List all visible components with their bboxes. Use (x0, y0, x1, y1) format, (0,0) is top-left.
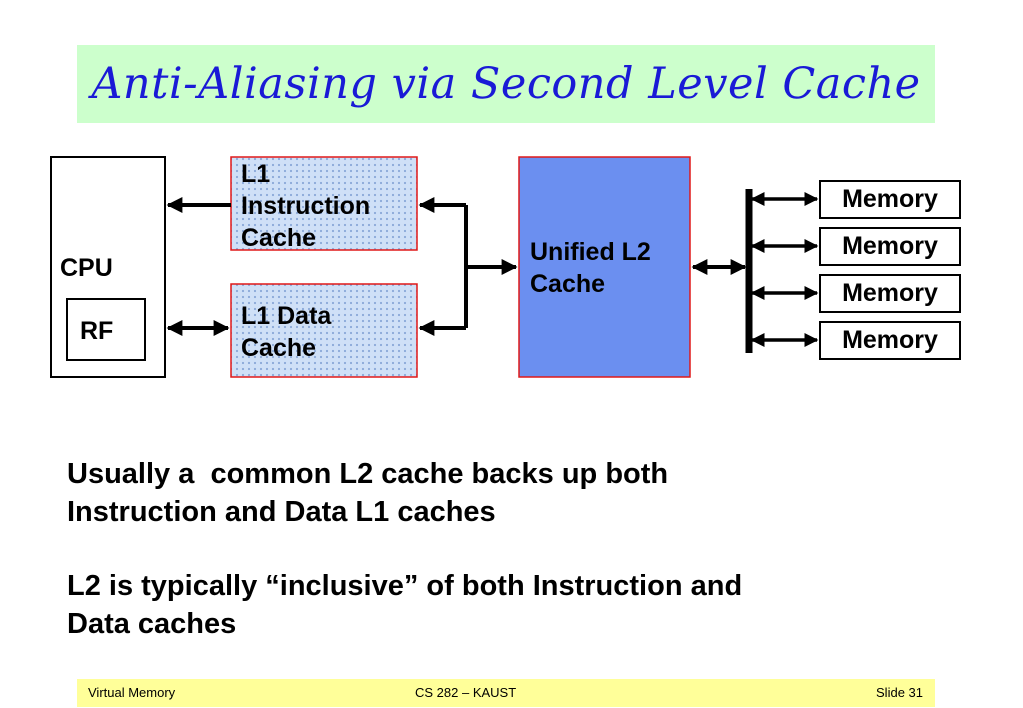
memory-label-1: Memory (842, 185, 938, 213)
footer-left: Virtual Memory (88, 685, 176, 700)
rf-box (66, 298, 146, 361)
footer-center: CS 282 – KAUST (415, 685, 517, 700)
memory-label-2: Memory (842, 232, 938, 260)
l1-instruction-label: L1 Instruction Cache (241, 158, 370, 254)
l1-instruction-cache-box (230, 156, 418, 251)
footer-right: Slide 31 (876, 685, 923, 700)
l1-instruction-line-2: Instruction (241, 192, 371, 220)
paragraph-2-line-2: Data caches (67, 608, 237, 640)
footer-bar: Virtual Memory CS 282 – KAUST Slide 31 (77, 679, 935, 707)
memory-box-1 (819, 180, 961, 219)
paragraph-2-line-1: L2 is typically “inclusive” of both Inst… (67, 570, 743, 602)
l1-instruction-line-3: Cache (241, 224, 317, 252)
cpu-label: CPU (60, 254, 113, 282)
slide-title: Anti-Aliasing via Second Level Cache (91, 59, 921, 109)
memory-box-4 (819, 321, 961, 360)
paragraph-1-line-1: Usually a common L2 cache backs up both (67, 458, 669, 490)
memory-label-3: Memory (842, 279, 938, 307)
cache-diagram (50, 156, 961, 378)
l2-line-2: Cache (530, 270, 606, 298)
l1-instruction-line-1: L1 (241, 160, 271, 188)
paragraph-1: Usually a common L2 cache backs up both … (67, 455, 967, 531)
l2-line-1: Unified L2 (530, 238, 651, 266)
paragraph-1-line-2: Instruction and Data L1 caches (67, 496, 496, 528)
l1-data-cache-box (230, 283, 418, 378)
l2-label: Unified L2 Cache (530, 236, 651, 300)
memory-box-3 (819, 274, 961, 313)
l1-data-line-1: L1 Data (241, 302, 332, 330)
l2-cache-box (518, 156, 691, 378)
l1-data-label: L1 Data Cache (241, 300, 331, 364)
title-banner: Anti-Aliasing via Second Level Cache (77, 45, 935, 123)
memory-box-2 (819, 227, 961, 266)
paragraph-2: L2 is typically “inclusive” of both Inst… (67, 567, 967, 643)
l1-data-line-2: Cache (241, 334, 317, 362)
rf-label: RF (80, 317, 114, 345)
memory-label-4: Memory (842, 326, 938, 354)
